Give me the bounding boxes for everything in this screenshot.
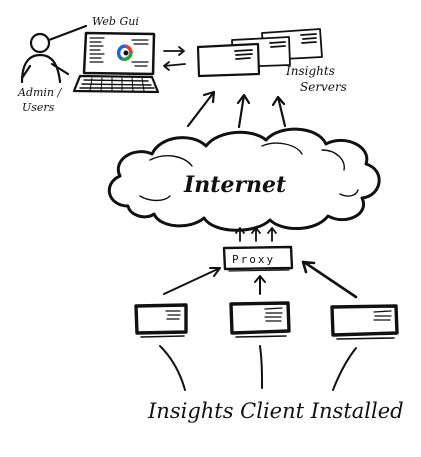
insights-servers-label-line2: Servers: [300, 80, 347, 94]
gui-server-arrows: [163, 46, 186, 71]
proxy-to-internet-arrows: [235, 227, 277, 242]
proxy-box: [222, 245, 294, 272]
proxy-label: Proxy: [232, 253, 275, 266]
client-machine-icon: [134, 303, 188, 338]
admin-users-label-line2: Users: [22, 101, 55, 114]
footer-label: Insights Client Installed: [147, 399, 404, 423]
web-gui-label: Web Gui: [92, 15, 139, 28]
laptop-icon: [72, 31, 160, 94]
admin-users-label: Admin /: [17, 86, 63, 99]
internet-label: Internet: [183, 172, 286, 198]
client-machine-icon: [229, 301, 291, 338]
admin-user-icon: [20, 24, 88, 84]
insights-servers-icon: [196, 28, 323, 78]
insights-logo-icon: [116, 44, 133, 62]
footer-connector-lines: [159, 345, 357, 391]
internet-to-servers-arrows: [186, 90, 287, 129]
client-machine-icon: [330, 304, 399, 340]
internet-cloud-icon: [107, 127, 381, 232]
clients-to-proxy-arrows: [163, 260, 358, 299]
insights-servers-label: Insights: [285, 64, 335, 78]
